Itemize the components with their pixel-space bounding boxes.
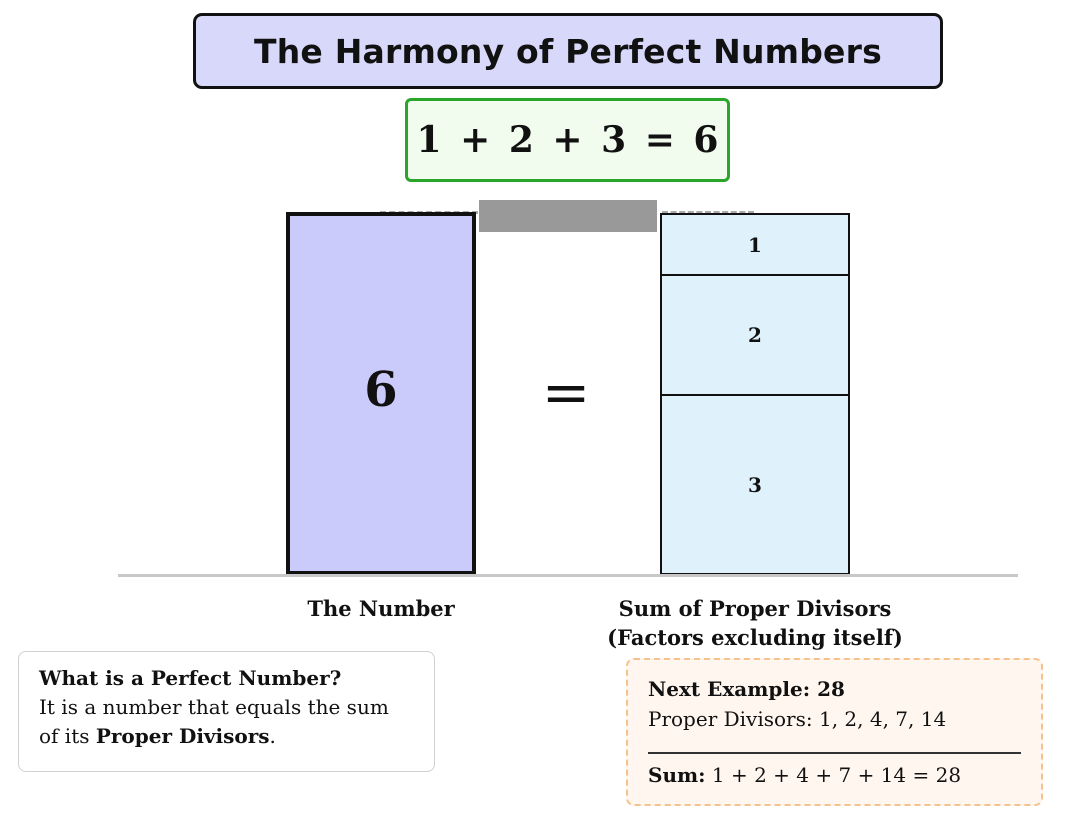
divisor-segment-2: 2 — [662, 276, 848, 396]
divisor-label: 3 — [748, 472, 762, 497]
definition-line2-prefix: of its — [39, 724, 96, 748]
baseline — [118, 574, 1018, 577]
equation-text: 1 + 2 + 3 = 6 — [416, 119, 719, 161]
divisor-segment-3: 3 — [662, 396, 848, 573]
example-sum-label: Sum: — [648, 763, 706, 787]
equation-box: 1 + 2 + 3 = 6 — [405, 98, 730, 182]
definition-box: What is a Perfect Number? It is a number… — [18, 651, 435, 772]
number-bar: 6 — [286, 212, 476, 575]
example-sum-expression: 1 + 2 + 4 + 7 + 14 = 28 — [711, 763, 962, 787]
example-sum: Sum: 1 + 2 + 4 + 7 + 14 = 28 — [648, 760, 1021, 790]
divisor-label: 2 — [748, 323, 762, 347]
divisor-segment-1: 1 — [662, 215, 848, 276]
equals-symbol: = — [541, 358, 591, 426]
next-example-box: Next Example: 28 Proper Divisors: 1, 2, … — [626, 658, 1043, 806]
definition-heading: What is a Perfect Number? — [39, 666, 342, 690]
divisor-label: 1 — [748, 232, 762, 257]
definition-line2: of its Proper Divisors. — [39, 722, 414, 751]
definition-line1: It is a number that equals the sum — [39, 695, 389, 719]
example-divisors-values: 1, 2, 4, 7, 14 — [818, 707, 947, 731]
equals-sign: = — [536, 358, 596, 426]
example-divisors-label: Proper Divisors: — [648, 707, 813, 731]
gray-bar — [479, 200, 657, 232]
divisors-label: Sum of Proper Divisors (Factors excludin… — [555, 594, 955, 652]
definition-bold-term: Proper Divisors — [95, 724, 270, 748]
divisors-label-line2: (Factors excluding itself) — [607, 625, 903, 650]
dashed-connector-right — [662, 211, 754, 214]
example-divisors: Proper Divisors: 1, 2, 4, 7, 14 — [648, 704, 1021, 734]
title-banner: The Harmony of Perfect Numbers — [193, 13, 943, 89]
divisors-label-line1: Sum of Proper Divisors — [618, 596, 892, 621]
page-title: The Harmony of Perfect Numbers — [254, 31, 882, 71]
example-heading: Next Example: 28 — [648, 677, 845, 701]
definition-line2-suffix: . — [269, 724, 276, 748]
divisor-stack: 1 2 3 — [660, 213, 850, 575]
example-divider — [648, 752, 1021, 754]
number-label: The Number — [307, 596, 455, 621]
number-value: 6 — [364, 361, 398, 418]
